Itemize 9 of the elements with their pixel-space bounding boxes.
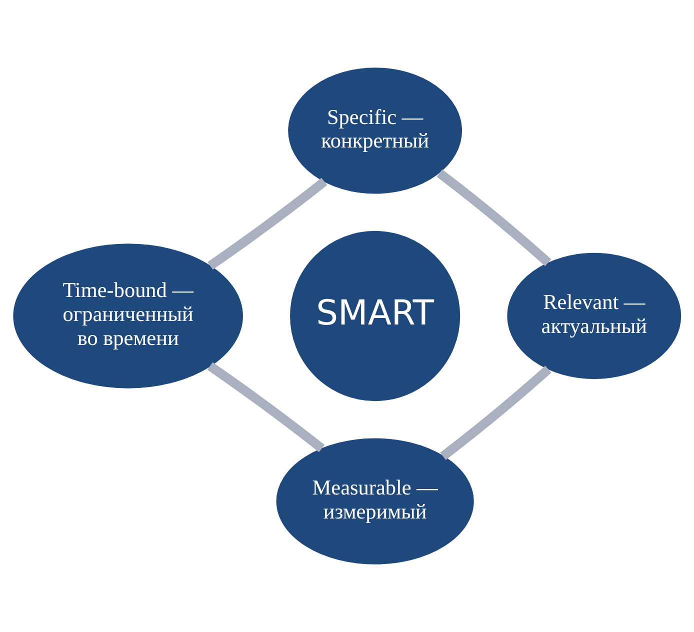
node-ellipse: Specific — конкретный [288,68,462,194]
node-ellipse: Relevant — актуальный [507,252,682,380]
connector [440,366,552,460]
connector [436,169,552,266]
connector [208,178,328,270]
node-ellipse: Time-bound — ограниченный во времени [13,244,243,388]
connector [207,362,325,452]
node-ellipse: Measurable — измеримый [276,438,474,564]
node-circle: SMART [290,230,460,402]
